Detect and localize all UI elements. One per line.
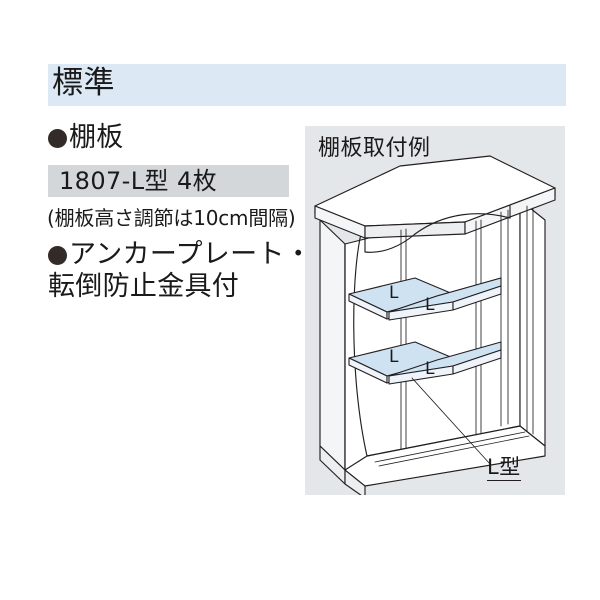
cabinet-left-side-panel — [319, 219, 346, 471]
model-number-label: 1807-L型 4枚 — [59, 167, 218, 195]
anchor-plate-label-line2: 転倒防止金具付 — [48, 271, 240, 302]
shelf-board-lower-right-side — [452, 349, 502, 375]
top-header-curve-right — [414, 205, 511, 235]
floor-back-edge — [366, 425, 521, 457]
shelf-height-note: (棚板高さ調節は10cm間隔) — [47, 206, 296, 230]
shelf-board-upper-right-side — [452, 285, 502, 311]
shelf-mark-2: L — [425, 295, 435, 315]
floor-rail-1 — [374, 431, 526, 463]
standard-banner-label: 標準 — [52, 65, 115, 101]
diagram-title: 棚板取付例 — [318, 136, 431, 161]
anchor-plate-label-line1: アンカープレート・ — [69, 239, 312, 270]
cabinet-right-side-panel — [519, 199, 546, 447]
front-opening-curve — [353, 225, 368, 457]
floor-rail-2 — [378, 435, 530, 467]
ltype-callout-label: L型 — [487, 455, 521, 481]
shelf-heading: 棚板 — [48, 123, 124, 153]
model-number-band — [48, 165, 289, 197]
shelf-mark-3: L — [389, 347, 399, 367]
callout-leader-line — [411, 377, 491, 465]
shelf-mark-1: L — [389, 283, 399, 303]
standard-banner — [48, 64, 566, 106]
top-front-header-curve — [364, 233, 416, 253]
bullet-dot-icon — [48, 245, 67, 265]
cabinet-interior-back — [344, 199, 521, 471]
shelf-heading-label: 棚板 — [69, 122, 124, 153]
anchor-plate-heading: アンカープレート・ — [48, 240, 312, 270]
shelf-mark-4: L — [425, 359, 435, 379]
cabinet-illustration: L L L L — [314, 155, 556, 495]
bullet-dot-icon — [48, 128, 67, 148]
bottom-front-lip-center — [344, 469, 366, 495]
